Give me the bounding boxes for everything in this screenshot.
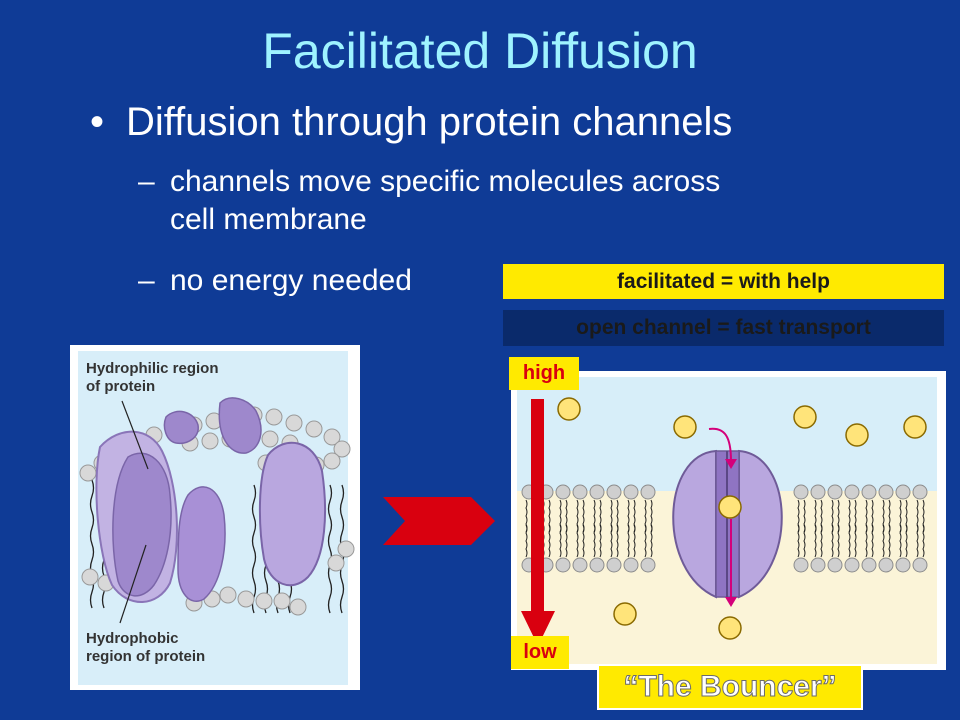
hydrophobic-label-line2: region of protein <box>86 648 205 665</box>
high-concentration-tag: high <box>509 357 579 390</box>
sub-bullet-1: –channels move specific molecules across… <box>138 163 720 239</box>
red-chevron-arrow-icon <box>383 497 495 545</box>
main-bullet: • Diffusion through protein channels <box>90 100 732 145</box>
slide-title: Facilitated Diffusion <box>262 23 698 79</box>
bouncer-caption: “The Bouncer” <box>597 664 863 710</box>
membrane-protein-diagram: Hydrophilic region of protein Hydrophobi… <box>70 345 360 690</box>
hydrophilic-label-line2: of protein <box>86 378 155 395</box>
channel-diagram <box>511 371 946 670</box>
main-bullet-text: Diffusion through protein channels <box>126 100 733 144</box>
hydrophobic-label-line1: Hydrophobic <box>86 630 179 647</box>
sub-bullet-1-line2: cell membrane <box>170 203 367 236</box>
hydrophilic-label-line1: Hydrophilic region <box>86 360 219 377</box>
bullet-dot: • <box>90 100 105 144</box>
facilitated-label: facilitated = with help <box>503 264 944 299</box>
sub-bullet-1-line1: channels move specific molecules across <box>170 165 721 198</box>
dash: – <box>138 165 155 198</box>
membrane-protein-illustration: Hydrophilic region of protein Hydrophobi… <box>78 351 355 685</box>
sub-bullet-2-text: no energy needed <box>170 264 412 297</box>
sub-bullet-2: –no energy needed <box>138 262 412 300</box>
open-channel-label: open channel = fast transport <box>503 310 944 346</box>
dash: – <box>138 264 155 297</box>
channel-illustration <box>517 377 937 664</box>
low-concentration-tag: low <box>511 636 569 669</box>
